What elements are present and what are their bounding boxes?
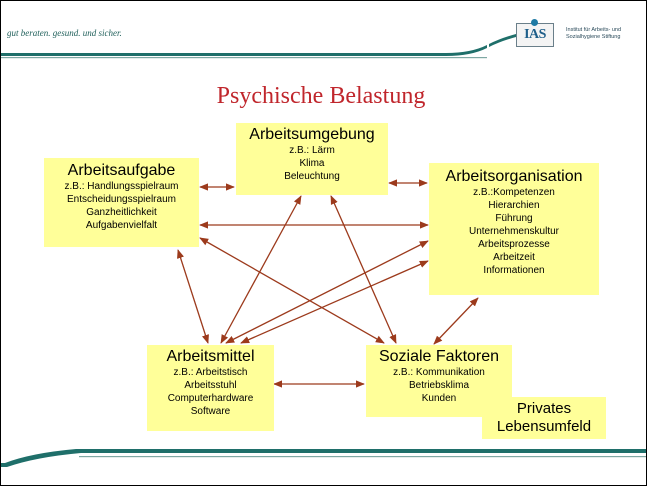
footer-band <box>1 449 646 467</box>
box-arbeitsaufgabe-line-3: Ganzheitlichkeit <box>86 207 157 218</box>
institute-name: Institut für Arbeits- und Sozialhygiene … <box>566 27 621 41</box>
box-soziale-faktoren-line-2: Betriebsklima <box>408 380 470 391</box>
arrow-aufgabe-mittel <box>177 249 209 344</box>
arrow-umgebung-soziale <box>330 195 397 344</box>
box-privates-line-1: Privates <box>516 400 572 417</box>
box-privates-line-2: Lebensumfeld <box>496 418 592 435</box>
box-arbeitsmittel-line-2: Arbeitsstuhl <box>184 380 237 391</box>
box-arbeitsumgebung-title: Arbeitsumgebung <box>249 126 375 143</box>
header-band <box>1 45 487 56</box>
box-arbeitsumgebung: Arbeitsumgebung z.B.: Lärm Klima Beleuch… <box>236 123 388 195</box>
box-arbeitsorganisation-line-6: Arbeitzeit <box>493 252 535 263</box>
institute-line-2: Sozialhygiene Stiftung <box>566 34 621 40</box>
box-arbeitsaufgabe-title: Arbeitsaufgabe <box>67 162 176 179</box>
box-arbeitsaufgabe-line-2: Entscheidungsspielraum <box>67 194 176 205</box>
box-arbeitsumgebung-line-2: Klima <box>299 158 325 169</box>
box-arbeitsmittel: Arbeitsmittel z.B.: Arbeitstisch Arbeits… <box>147 345 274 431</box>
box-arbeitsorganisation: Arbeitsorganisation z.B.:Kompetenzen Hie… <box>429 163 599 295</box>
box-arbeitsorganisation-line-3: Führung <box>495 213 533 224</box>
arrow-umgebung-mittel <box>220 195 302 344</box>
arrow-organisation-mittel-upper <box>225 240 429 344</box>
box-arbeitsorganisation-line-4: Unternehmenskultur <box>468 226 560 237</box>
box-arbeitsmittel-line-1: z.B.: Arbeitstisch <box>173 367 248 378</box>
box-arbeitsumgebung-line-3: Beleuchtung <box>284 171 340 182</box>
box-arbeitsumgebung-line-1: z.B.: Lärm <box>289 145 335 156</box>
box-arbeitsmittel-line-3: Computerhardware <box>167 393 254 404</box>
box-soziale-faktoren-line-3: Kunden <box>421 393 457 404</box>
box-privates-lebensumfeld: Privates Lebensumfeld <box>482 397 606 439</box>
logo-text: IAS <box>524 27 546 42</box>
box-arbeitsorganisation-title: Arbeitsorganisation <box>445 168 583 185</box>
box-arbeitsorganisation-line-2: Hierarchien <box>488 200 540 211</box>
relation-arrows <box>177 179 479 388</box>
arrow-organisation-soziale <box>433 297 479 345</box>
box-soziale-faktoren-line-1: z.B.: Kommunikation <box>393 367 485 378</box>
logo-dot-icon <box>531 19 538 26</box>
box-arbeitsorganisation-line-7: Informationen <box>483 265 545 276</box>
box-soziale-faktoren: Soziale Faktoren z.B.: Kommunikation Bet… <box>366 345 512 417</box>
box-arbeitsaufgabe: Arbeitsaufgabe z.B.: Handlungsspielraum … <box>44 158 199 247</box>
box-arbeitsorganisation-line-1: z.B.:Kompetenzen <box>473 187 555 198</box>
box-arbeitsaufgabe-line-4: Aufgabenvielfalt <box>85 220 158 231</box>
box-arbeitsmittel-title: Arbeitsmittel <box>166 348 255 365</box>
box-arbeitsorganisation-line-5: Arbeitsprozesse <box>478 239 550 250</box>
slide-title: Psychische Belastung <box>216 83 426 109</box>
box-arbeitsmittel-line-4: Software <box>190 406 231 417</box>
box-arbeitsaufgabe-line-1: z.B.: Handlungsspielraum <box>64 181 179 192</box>
box-soziale-faktoren-title: Soziale Faktoren <box>378 348 500 365</box>
footer-rule <box>79 456 646 458</box>
institute-line-1: Institut für Arbeits- und <box>566 27 622 33</box>
tagline: gut beraten. gesund. und sicher. <box>7 28 122 38</box>
header-rule <box>1 57 487 59</box>
arrow-organisation-mittel-lower <box>240 260 429 344</box>
ias-logo: IAS <box>516 19 554 47</box>
header-band-accent <box>489 34 516 47</box>
